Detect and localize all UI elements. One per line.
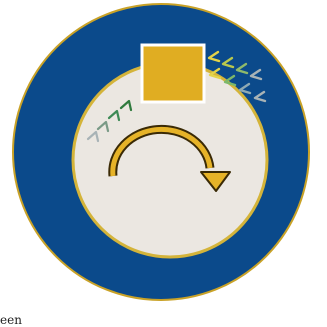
gold-block [142,45,204,102]
caption-text: een [0,313,60,327]
